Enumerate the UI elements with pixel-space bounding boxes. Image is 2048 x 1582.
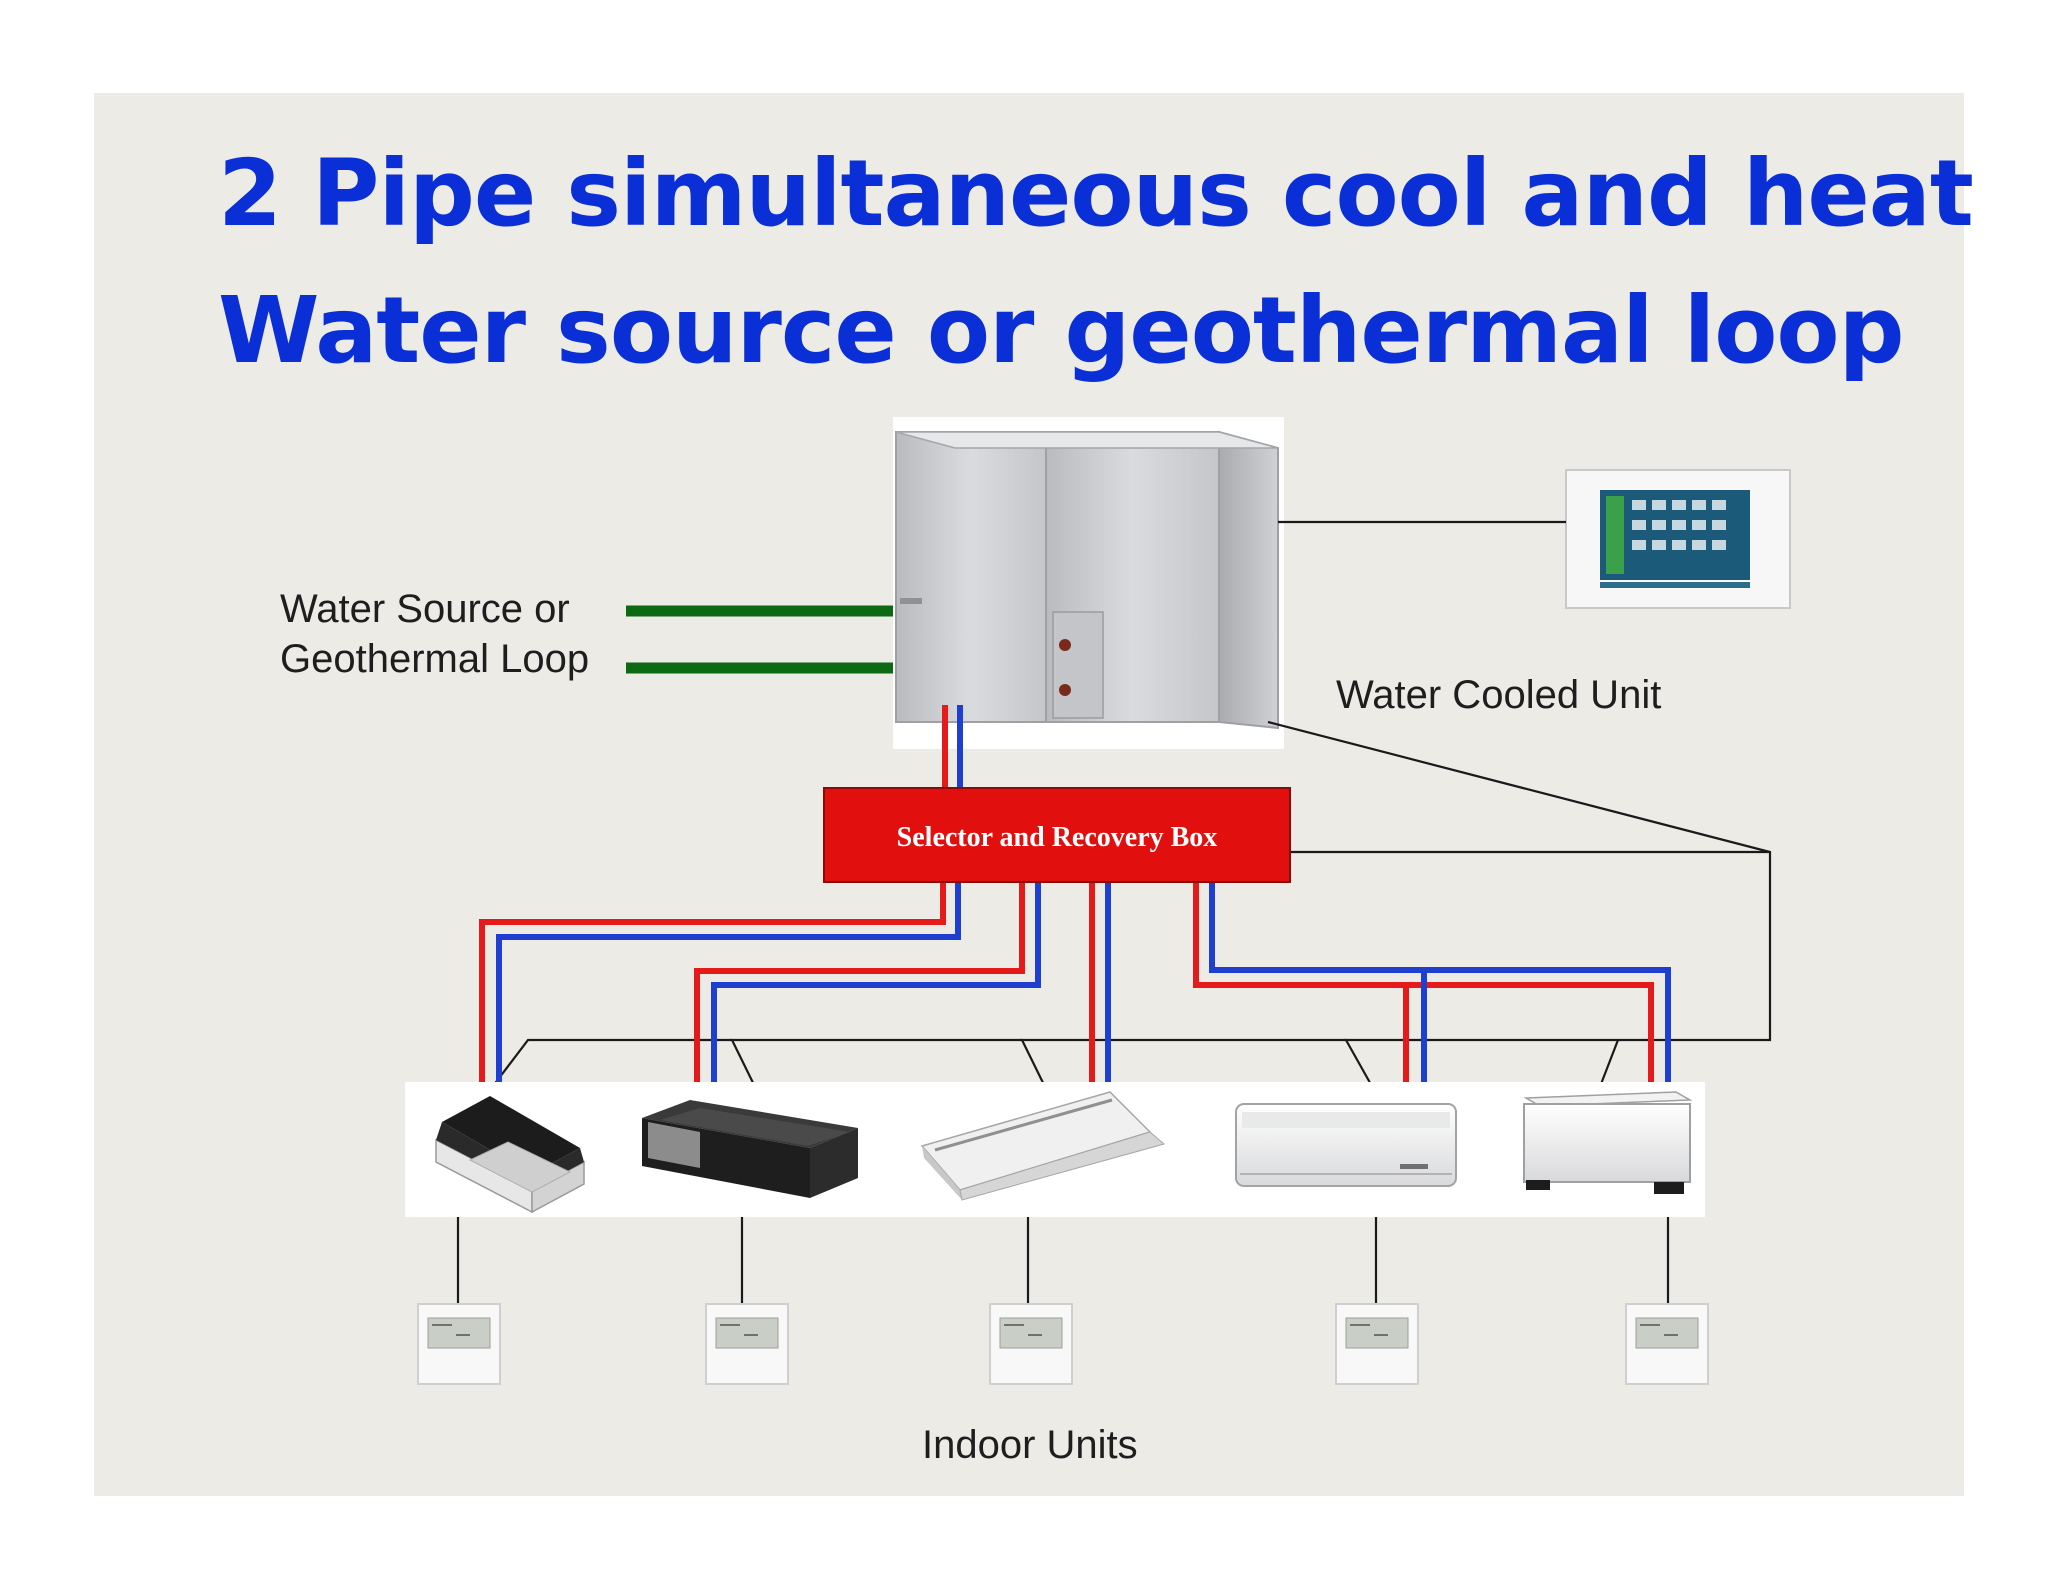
branch-refrigerant-pipes: [479, 882, 1671, 1106]
ducted-unit-icon: [642, 1100, 858, 1198]
wall-thermostat-icon: [1335, 1303, 1419, 1385]
water-source-label-line-2: Geothermal Loop: [280, 637, 590, 681]
wall-thermostat-icon: [1625, 1303, 1709, 1385]
title-line-1: 2 Pipe simultaneous cool and heat: [218, 140, 1974, 247]
wall-thermostat-icon: [705, 1303, 789, 1385]
water-cooled-unit-icon: [893, 417, 1284, 749]
water-source-pipes: [626, 605, 918, 674]
wall-thermostat-icon: [989, 1303, 1073, 1385]
ceiling-cassette-icon: [435, 1096, 585, 1214]
wall-thermostat-icon: [417, 1303, 501, 1385]
ceiling-suspended-icon: [920, 1091, 1166, 1201]
selector-box: [823, 787, 1291, 883]
water-source-label-line-1: Water Source or: [280, 587, 570, 631]
wall-mounted-icon: [1235, 1103, 1457, 1187]
floor-console-icon: [1523, 1091, 1693, 1194]
selector-box-label: Selector and Recovery Box: [897, 822, 1218, 853]
main-refrigerant-pipes: [942, 705, 963, 788]
indoor-units-label: Indoor Units: [922, 1423, 1138, 1467]
title-line-2: Water source or geothermal loop: [218, 277, 1904, 384]
touchscreen-controller-icon: [1565, 469, 1791, 609]
water-cooled-unit-label: Water Cooled Unit: [1336, 673, 1662, 717]
